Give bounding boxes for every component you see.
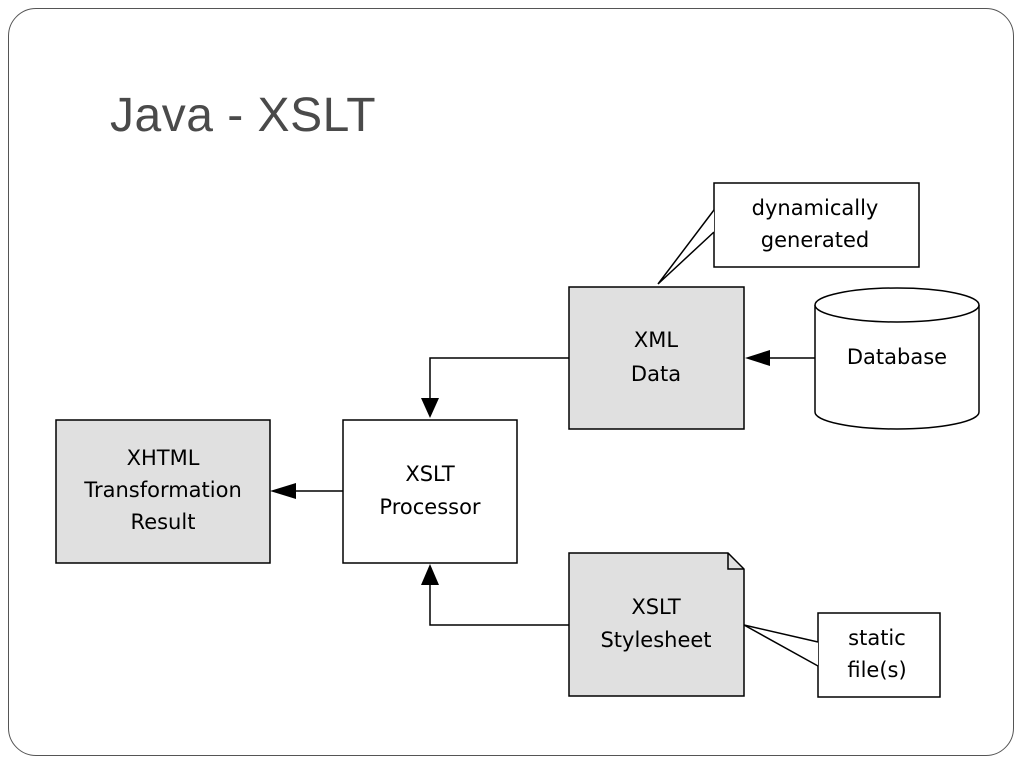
arrowhead-processor-bottom bbox=[421, 564, 439, 585]
processor-line-1: XSLT bbox=[405, 462, 455, 486]
callout-dynamic-line-2: generated bbox=[761, 228, 869, 252]
result-line-2: Transformation bbox=[83, 478, 242, 502]
database-cylinder-shape bbox=[814, 305, 980, 430]
connector-xml-to-processor bbox=[429, 357, 569, 410]
xml-data-line-1: XML bbox=[634, 328, 679, 352]
stylesheet-line-2: Stylesheet bbox=[600, 628, 711, 652]
xml-data-line-2: Data bbox=[631, 362, 681, 386]
slide-title: Java - XSLT bbox=[110, 89, 377, 142]
node-xslt-processor: XSLT Processor bbox=[342, 419, 518, 564]
stylesheet-document-shape bbox=[568, 552, 745, 697]
node-xhtml-result: XHTML Transformation Result bbox=[55, 419, 271, 564]
arrowhead-result-right bbox=[270, 483, 296, 499]
node-xml-data: XML Data bbox=[568, 286, 745, 430]
arrowhead-processor-top bbox=[421, 398, 439, 418]
node-xslt-stylesheet: XSLT Stylesheet bbox=[568, 552, 745, 697]
connector-stylesheet-to-processor bbox=[429, 575, 569, 626]
result-line-1: XHTML bbox=[127, 446, 200, 470]
callout-static-files: static file(s) bbox=[743, 612, 941, 698]
callout-dynamic-line-1: dynamically bbox=[752, 196, 879, 220]
node-database: Database bbox=[814, 287, 980, 430]
callout-static-line-1: static bbox=[848, 626, 906, 650]
processor-line-2: Processor bbox=[379, 495, 481, 519]
callout-dynamically-generated: dynamically generated bbox=[657, 182, 920, 285]
stylesheet-folded-corner bbox=[727, 553, 744, 570]
result-line-3: Result bbox=[131, 510, 196, 534]
database-label: Database bbox=[847, 345, 947, 369]
callout-static-pointer bbox=[743, 624, 819, 667]
stylesheet-line-1: XSLT bbox=[631, 595, 681, 619]
callout-dynamic-pointer bbox=[657, 209, 715, 285]
callout-static-line-2: file(s) bbox=[847, 658, 906, 682]
arrowhead-xml-right bbox=[745, 350, 770, 366]
